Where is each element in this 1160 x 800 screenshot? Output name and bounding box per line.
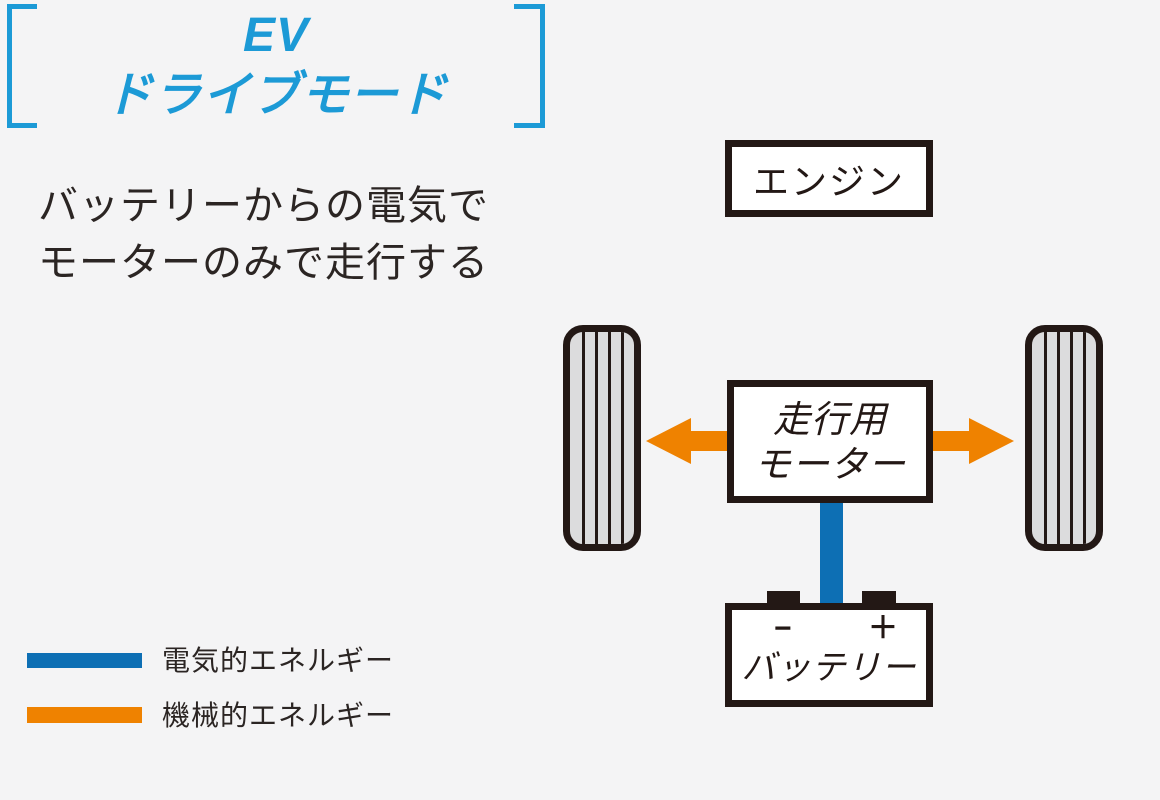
battery-box: − ＋ バッテリー — [725, 603, 933, 707]
battery-minus-sign: − — [774, 612, 792, 645]
battery-label: バッテリー — [741, 649, 917, 687]
battery-plus-sign: ＋ — [868, 612, 898, 645]
engine-label: エンジン — [752, 160, 905, 202]
tire-tread-line — [582, 332, 585, 544]
tire-tread-line — [621, 332, 624, 544]
drive-motor-box: 走行用 モーター — [727, 380, 933, 503]
tire-right — [1025, 325, 1103, 551]
tire-tread-line — [608, 332, 611, 544]
tire-tread-line — [595, 332, 598, 544]
tire-tread-line — [1057, 332, 1060, 544]
arrow-shaft — [932, 431, 970, 451]
page-title-line1: EV — [242, 9, 310, 62]
legend-swatch-electrical-energy — [27, 653, 142, 668]
legend-swatch-mechanical-energy — [27, 707, 142, 723]
arrow-shaft — [690, 431, 728, 451]
mechanical-energy-arrow-left — [646, 418, 728, 464]
mechanical-energy-arrow-right — [932, 418, 1014, 464]
tire-tread-line — [1083, 332, 1086, 544]
arrow-head-left-icon — [646, 418, 691, 464]
page-title: EV ドライブモード — [0, 6, 552, 126]
description-text: バッテリーからの電気で モーターのみで走行する — [38, 178, 489, 292]
title-bracket-left — [7, 4, 37, 128]
arrow-head-right-icon — [969, 418, 1014, 464]
motor-label-line2: モーター — [754, 443, 906, 485]
page-title-line2: ドライブモード — [104, 69, 448, 122]
legend-label-mechanical-energy: 機械的エネルギー — [162, 700, 395, 731]
title-bracket-right — [514, 4, 545, 128]
electrical-energy-connector — [820, 498, 843, 604]
legend-label-electrical-energy: 電気的エネルギー — [162, 645, 395, 676]
battery-signs-row: − ＋ — [732, 610, 926, 648]
tire-tread-line — [1070, 332, 1073, 544]
description-line2: モーターのみで走行する — [38, 241, 489, 285]
engine-box: エンジン — [725, 140, 933, 217]
tire-tread-line — [1044, 332, 1047, 544]
description-line1: バッテリーからの電気で — [38, 184, 489, 228]
motor-label-line1: 走行用 — [773, 398, 887, 440]
tire-left — [563, 325, 641, 551]
battery-terminal-negative — [767, 591, 800, 604]
battery-terminal-positive — [862, 591, 896, 604]
